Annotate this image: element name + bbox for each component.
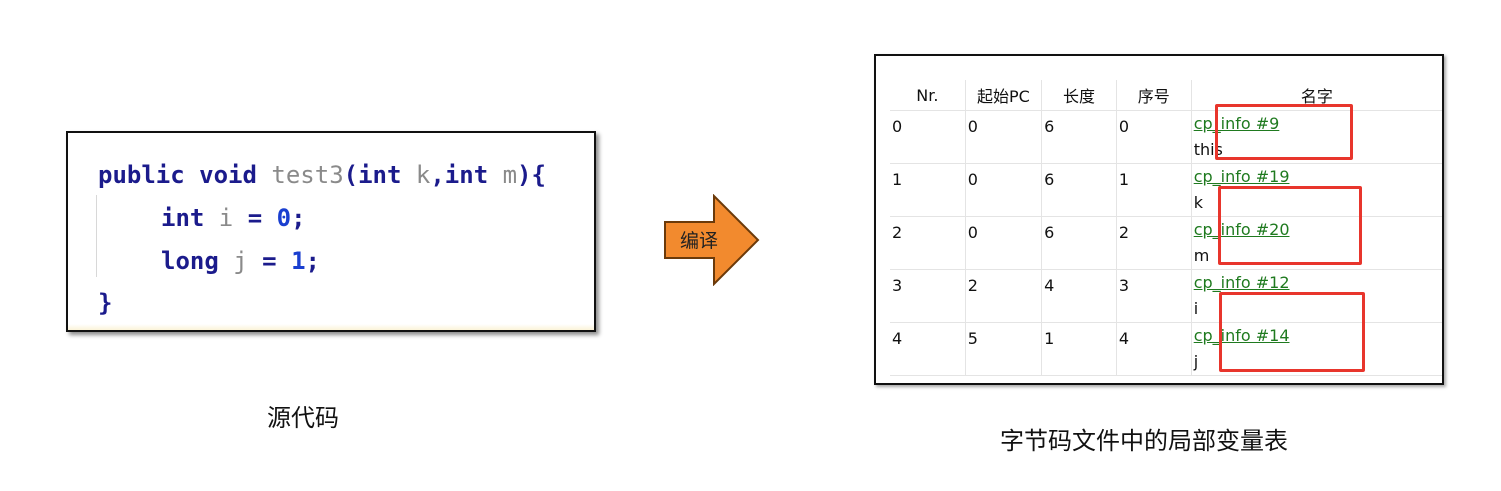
- source-code-panel: public void test3(int k,int m){ int i = …: [66, 131, 596, 332]
- cell-nr: 1: [890, 163, 966, 217]
- table-row: 2 0 6 2 cp_info #20 m: [890, 216, 1442, 270]
- cell-name: cp_info #19 k: [1191, 163, 1442, 217]
- cell-length: 1: [1041, 322, 1117, 376]
- variable-name: k: [1193, 193, 1203, 212]
- code-line-close-brace: }: [98, 289, 113, 317]
- cell-length: 6: [1041, 163, 1117, 217]
- cp-info-link[interactable]: cp_info #19: [1193, 167, 1290, 186]
- cell-index: 1: [1116, 163, 1192, 217]
- code-line-int-i: int i = 0;: [161, 204, 306, 232]
- indent-guide: [96, 195, 97, 277]
- cell-name: cp_info #12 i: [1191, 269, 1442, 323]
- cell-start-pc: 0: [965, 216, 1043, 270]
- cell-nr: 3: [890, 269, 966, 323]
- cell-start-pc: 0: [965, 110, 1043, 164]
- cell-nr: 0: [890, 110, 966, 164]
- variable-name: i: [1193, 299, 1199, 318]
- cell-length: 6: [1041, 110, 1117, 164]
- cell-name: cp_info #20 m: [1191, 216, 1442, 270]
- highlight-box-k-m: [1218, 186, 1362, 265]
- highlight-box-i-j: [1219, 292, 1365, 372]
- cell-name: cp_info #14 j: [1191, 322, 1442, 376]
- compile-label: 编译: [679, 230, 718, 252]
- column-header-start-pc: 起始PC: [965, 80, 1043, 111]
- highlight-box-this: [1215, 104, 1353, 160]
- panel-shade: [68, 324, 594, 330]
- cell-index: 2: [1116, 216, 1192, 270]
- cell-index: 3: [1116, 269, 1192, 323]
- table-row: 3 2 4 3 cp_info #12 i: [890, 269, 1442, 323]
- code-line-long-j: long j = 1;: [161, 247, 320, 275]
- column-header-length: 长度: [1041, 80, 1117, 111]
- column-header-index: 序号: [1116, 80, 1192, 111]
- cell-length: 4: [1041, 269, 1117, 323]
- table-row: 4 5 1 4 cp_info #14 j: [890, 322, 1442, 376]
- cell-start-pc: 5: [965, 322, 1043, 376]
- variable-name: m: [1193, 246, 1210, 265]
- source-code-caption: 源代码: [267, 404, 339, 432]
- table-header-row: Nr. 起始PC 长度 序号 名字: [890, 80, 1442, 111]
- variable-name: j: [1193, 352, 1199, 371]
- cell-start-pc: 2: [965, 269, 1043, 323]
- cp-info-link[interactable]: cp_info #12: [1193, 273, 1290, 292]
- cell-nr: 4: [890, 322, 966, 376]
- cell-length: 6: [1041, 216, 1117, 270]
- code-line-signature: public void test3(int k,int m){: [98, 161, 546, 189]
- cell-index: 4: [1116, 322, 1192, 376]
- table-row: 1 0 6 1 cp_info #19 k: [890, 163, 1442, 217]
- cp-info-link[interactable]: cp_info #20: [1193, 220, 1290, 239]
- table-caption: 字节码文件中的局部变量表: [1000, 427, 1288, 455]
- cp-info-link[interactable]: cp_info #14: [1193, 326, 1290, 345]
- cell-nr: 2: [890, 216, 966, 270]
- cell-index: 0: [1116, 110, 1192, 164]
- compile-arrow-icon: [664, 194, 760, 286]
- column-header-nr: Nr.: [890, 80, 966, 111]
- cell-start-pc: 0: [965, 163, 1043, 217]
